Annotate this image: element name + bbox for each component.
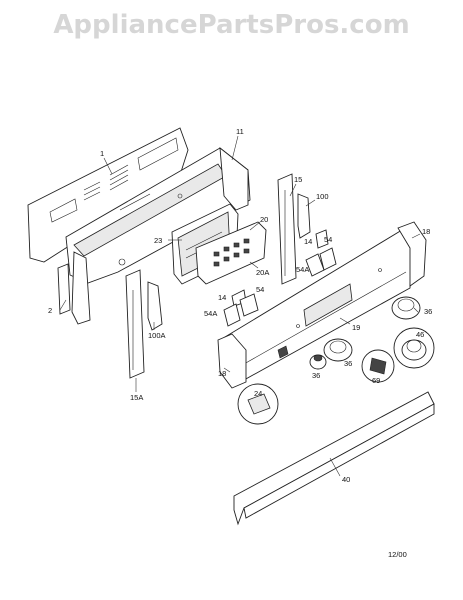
part-100a-trim[interactable] xyxy=(147,281,163,331)
part-15a-end-bracket[interactable] xyxy=(125,269,145,379)
label-1: 1 xyxy=(100,149,104,158)
label-54-right: 54 xyxy=(324,235,332,244)
label-36-c: 36 xyxy=(312,371,320,380)
label-24: 24 xyxy=(254,389,262,398)
part-36-knob-c[interactable] xyxy=(309,354,327,370)
label-54a-right: 54A xyxy=(296,265,309,274)
label-36-b: 36 xyxy=(344,359,352,368)
part-18-end-cap-right[interactable] xyxy=(397,221,427,287)
part-40-trim-strip[interactable] xyxy=(233,391,435,526)
label-2: 2 xyxy=(48,306,52,315)
part-14-54-relays-right[interactable] xyxy=(305,229,337,277)
label-54-left: 54 xyxy=(256,285,264,294)
part-69-switch[interactable] xyxy=(361,349,395,383)
label-20: 20 xyxy=(260,215,268,224)
part-20a-overlay[interactable] xyxy=(195,221,267,285)
label-54a-left: 54A xyxy=(204,309,217,318)
label-11: 11 xyxy=(236,127,244,136)
part-18-end-cap-left[interactable] xyxy=(217,333,247,389)
label-23: 23 xyxy=(154,236,162,245)
label-18-right: 18 xyxy=(422,227,430,236)
part-36-knob-b[interactable] xyxy=(323,338,353,362)
part-14-54-relays-left[interactable] xyxy=(223,289,259,327)
label-14-left: 14 xyxy=(218,293,226,302)
part-11-backguard[interactable] xyxy=(65,147,251,325)
label-40: 40 xyxy=(342,475,350,484)
part-36-knob-a[interactable] xyxy=(391,296,421,320)
part-labels: 1 2 11 15 100 20 23 20A 100A 15A 14 54 5… xyxy=(48,127,432,484)
date-code: 12/00 xyxy=(388,550,407,559)
label-18-left: 18 xyxy=(218,369,226,378)
part-15-end-bracket[interactable] xyxy=(277,173,297,285)
part-2-bracket[interactable] xyxy=(57,263,71,315)
part-100-trim[interactable] xyxy=(297,193,311,239)
label-69: 69 xyxy=(372,376,380,385)
label-14-right: 14 xyxy=(304,237,312,246)
part-24-detail[interactable] xyxy=(237,345,289,425)
label-100a: 100A xyxy=(148,331,166,340)
part-46-knob-detail[interactable] xyxy=(393,327,435,369)
label-20a: 20A xyxy=(256,268,269,277)
label-100: 100 xyxy=(316,192,329,201)
watermark-text: AppliancePartsPros.com xyxy=(53,10,410,40)
label-19: 19 xyxy=(352,323,360,332)
label-36-a: 36 xyxy=(424,307,432,316)
label-15a: 15A xyxy=(130,393,143,402)
leader-lines xyxy=(59,135,421,477)
label-15: 15 xyxy=(294,175,302,184)
label-46: 46 xyxy=(416,330,424,339)
